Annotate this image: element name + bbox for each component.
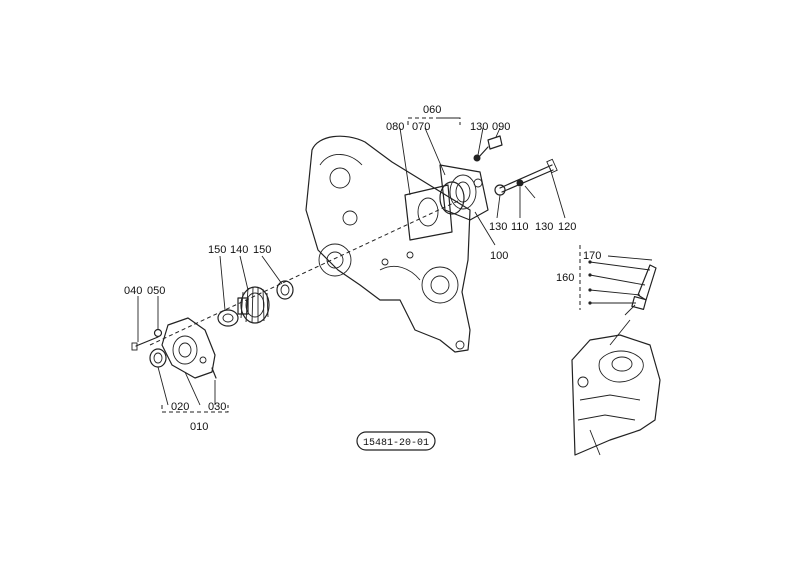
label-150-left: 150 — [208, 244, 226, 256]
label-160: 160 — [556, 272, 574, 284]
label-120: 120 — [558, 221, 576, 233]
leader-lines — [137, 117, 653, 413]
label-060: 060 — [423, 104, 441, 116]
label-090: 090 — [492, 121, 510, 133]
bearing-holder-070 — [439, 164, 489, 221]
label-030: 030 — [208, 401, 226, 413]
label-010: 010 — [190, 421, 208, 433]
label-020: 020 — [171, 401, 189, 413]
label-140: 140 — [230, 244, 248, 256]
bolt-120 — [499, 158, 558, 193]
gear-case-cover — [305, 135, 471, 353]
label-150-right: 150 — [253, 244, 271, 256]
drawing-code: 15481-20-01 — [363, 438, 429, 449]
sensor-160 — [609, 264, 657, 346]
drawing-code-badge: 15481-20-01 — [356, 431, 436, 451]
label-100: 100 — [490, 250, 508, 262]
cover-assembly-010 — [161, 317, 216, 379]
plate-100 — [439, 181, 465, 215]
label-050: 050 — [147, 285, 165, 297]
idle-gear-140 — [237, 286, 270, 324]
label-130-mid: 130 — [489, 221, 507, 233]
washer-050 — [153, 328, 163, 338]
gasket-080 — [404, 184, 453, 241]
bolt-090 — [477, 135, 503, 159]
label-130-right: 130 — [535, 221, 553, 233]
pin-030 — [211, 367, 217, 379]
label-040: 040 — [124, 285, 142, 297]
label-130-top: 130 — [470, 121, 488, 133]
assembly-axis-line — [149, 199, 461, 346]
label-080: 080 — [386, 121, 404, 133]
bolt-040 — [131, 336, 159, 351]
washer-150-right — [276, 280, 294, 300]
washers-130-110 — [473, 154, 524, 196]
engine-block — [571, 334, 661, 456]
label-170: 170 — [583, 250, 601, 262]
label-110: 110 — [511, 221, 529, 233]
label-070: 070 — [412, 121, 430, 133]
washer-150-left — [217, 309, 239, 327]
oil-seal-020 — [149, 348, 167, 368]
